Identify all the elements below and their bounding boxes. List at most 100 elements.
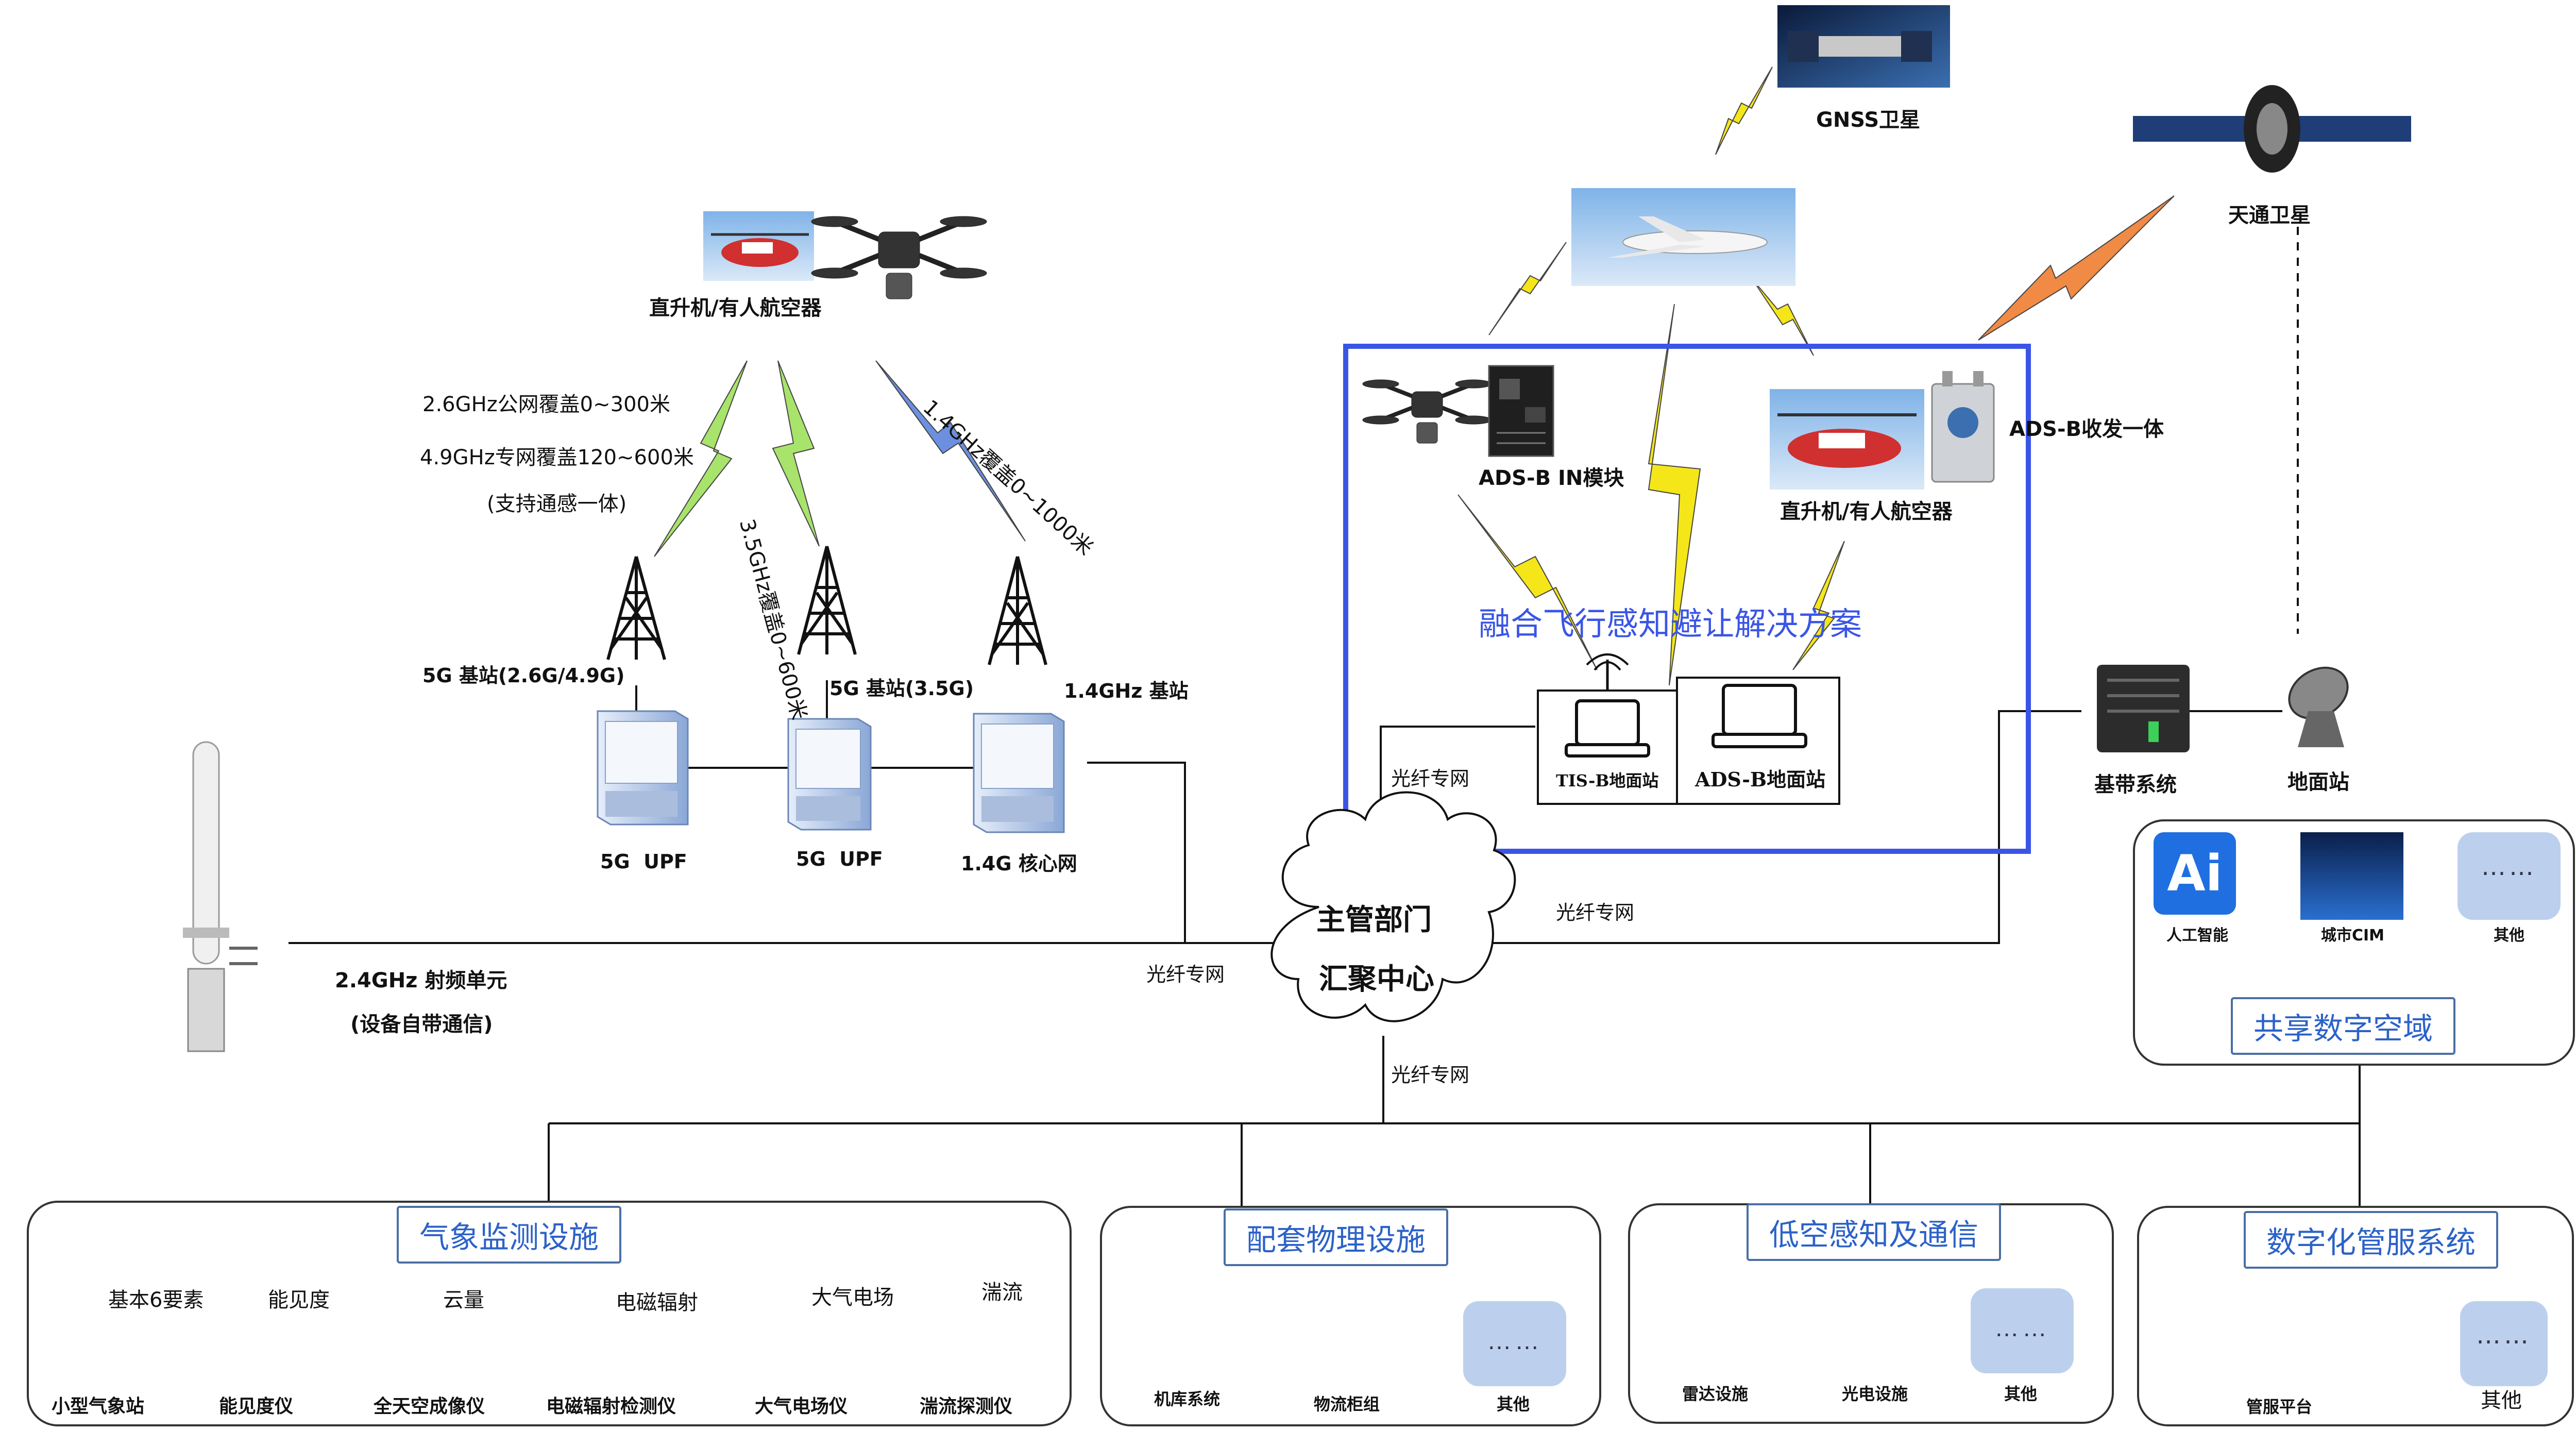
lightning-tiantong <box>1978 195 2175 341</box>
adsb-module-board-icon <box>1488 365 1554 457</box>
core-label: 1.4G 核心网 <box>961 852 1077 875</box>
adsb-transceiver-label: ADS-B收发一体 <box>2009 417 2164 441</box>
fiber-bottom-label: 光纤专网 <box>1391 1064 1470 1086</box>
meteo-item-visibility: 能见度仪 <box>219 1396 294 1417</box>
meteo-tag-turbulence: 湍流 <box>981 1281 1023 1304</box>
upf2-label: 5G UPF <box>796 848 883 870</box>
gnss-satellite-photo <box>1777 5 1950 88</box>
meteo-tag-basic: 基本6要素 <box>108 1288 204 1312</box>
line-core-to-center <box>1087 762 1186 943</box>
digital-item-other: 其他 <box>2481 1389 2522 1412</box>
digital-other-placeholder: ⋯⋯ <box>2460 1301 2548 1386</box>
adsb-module-label: ADS-B IN模块 <box>1479 466 1624 490</box>
solution-title: 融合飞行感知避让解决方案 <box>1479 605 1862 643</box>
meteo-tag-em: 电磁辐射 <box>616 1291 698 1315</box>
physical-item-other: 其他 <box>1497 1394 1530 1414</box>
fiber-right-label: 光纤专网 <box>1556 901 1635 924</box>
shared-item-other: 其他 <box>2494 927 2524 945</box>
meteo-tag-visibility: 能见度 <box>268 1288 330 1312</box>
airplane-photo <box>1571 188 1795 286</box>
tisb-station-label: TIS-B地面站 <box>1556 771 1659 790</box>
ai-icon: Ai <box>2154 832 2236 915</box>
line-center-to-baseband <box>1479 710 2081 944</box>
solution-highlight-box <box>1343 344 2031 854</box>
sensing-placeholder-dots: …… <box>1994 1314 2050 1342</box>
digital-title: 数字化管服系统 <box>2244 1211 2499 1269</box>
other-placeholder-shared: ⋯⋯ <box>2458 832 2561 920</box>
lightning-adsb-module <box>1458 494 1598 670</box>
helicopter-photo-right <box>1770 389 1924 490</box>
link-4p9-label: 4.9GHz专网覆盖120~600米 <box>420 446 694 469</box>
fiber-left-label: 光纤专网 <box>1146 963 1225 986</box>
helicopter-photo-left <box>703 211 814 281</box>
ground-station-label: 地面站 <box>2287 770 2349 794</box>
lightning-center-yellow <box>1648 304 1701 686</box>
adsb-transceiver-icon <box>1931 371 1995 483</box>
core-server-icon <box>973 713 1065 833</box>
lightning-gnss <box>1715 66 1773 155</box>
rf-antenna-icon <box>183 741 258 1052</box>
bs1-tower-icon <box>606 556 666 660</box>
meteo-tag-cloud: 云量 <box>443 1288 484 1312</box>
link-sensing-note: (支持通感一体) <box>487 492 627 516</box>
fiber-box-label: 光纤专网 <box>1391 767 1470 790</box>
gnss-label: GNSS卫星 <box>1816 108 1921 132</box>
shared-item-ai: 人工智能 <box>2166 927 2228 945</box>
meteo-item-efield: 大气电场仪 <box>755 1396 848 1417</box>
upf2-server-icon <box>787 718 872 831</box>
tiantong-satellite-icon <box>2133 85 2411 173</box>
digital-item-platform: 管服平台 <box>2246 1397 2313 1417</box>
sensing-title: 低空感知及通信 <box>1747 1203 2002 1261</box>
wireless-links <box>654 66 2175 686</box>
bs3-tower-icon <box>988 556 1047 665</box>
rf-unit-note: (设备自带通信) <box>350 1013 493 1036</box>
meteo-item-station: 小型气象站 <box>52 1396 145 1417</box>
aircraft-right-label: 直升机/有人航空器 <box>1780 500 1953 524</box>
lightning-airplane-left <box>1488 242 1567 335</box>
meteo-item-turbulence: 湍流探测仪 <box>920 1396 1013 1417</box>
tisb-station-box <box>1537 653 1678 805</box>
meteo-title: 气象监测设施 <box>397 1206 622 1264</box>
city-cim-icon <box>2300 832 2403 920</box>
sensing-item-radar: 雷达设施 <box>1682 1384 1749 1404</box>
meteo-item-em: 电磁辐射检测仪 <box>546 1396 676 1417</box>
sensing-other-placeholder: …… <box>1971 1288 2074 1373</box>
drone-icon-left <box>811 216 987 299</box>
upf1-label: 5G UPF <box>600 850 687 873</box>
meteo-tag-efield: 大气电场 <box>811 1286 894 1309</box>
lightning-3p5ghz <box>772 360 820 547</box>
aircraft-left-label: 直升机/有人航空器 <box>649 296 822 320</box>
ground-dish-icon <box>2288 666 2349 747</box>
bs3-label: 1.4GHz 基站 <box>1064 680 1189 702</box>
physical-other-placeholder: …… <box>1463 1301 1566 1386</box>
center-cloud-shape <box>1270 791 1516 1022</box>
baseband-rack-icon <box>2097 665 2190 752</box>
physical-item-hangar: 机库系统 <box>1154 1389 1221 1409</box>
shared-item-cim: 城市CIM <box>2321 927 2385 945</box>
upf1-server-icon <box>597 710 689 826</box>
shared-airspace-title: 共享数字空域 <box>2231 997 2456 1055</box>
bs2-tower-icon <box>797 546 857 655</box>
rf-unit-label: 2.4GHz 射频单元 <box>335 969 507 992</box>
sensing-item-other: 其他 <box>2004 1384 2038 1404</box>
lightning-airplane-right <box>1751 278 1814 356</box>
physical-placeholder-dots: …… <box>1487 1327 1543 1355</box>
adsb-station-box <box>1676 677 1840 805</box>
center-title-2: 汇聚中心 <box>1319 963 1434 996</box>
lightning-helicopter <box>1792 541 1845 670</box>
baseband-label: 基带系统 <box>2094 773 2177 797</box>
drone-icon-solution <box>1362 379 1492 444</box>
meteo-item-imager: 全天空成像仪 <box>374 1396 485 1417</box>
adsb-station-label: ADS-B地面站 <box>1695 768 1826 791</box>
center-title-1: 主管部门 <box>1316 903 1432 937</box>
bs1-label: 5G 基站(2.6G/4.9G) <box>422 664 625 687</box>
physical-title: 配套物理设施 <box>1224 1208 1449 1266</box>
physical-item-cabinet: 物流柜组 <box>1314 1394 1380 1414</box>
link-2p6-label: 2.6GHz公网覆盖0~300米 <box>422 393 670 416</box>
sensing-item-optronic: 光电设施 <box>1842 1384 1908 1404</box>
lightning-1p4ghz <box>875 360 1026 542</box>
lightning-2p6ghz <box>654 360 748 557</box>
tiantong-label: 天通卫星 <box>2228 204 2311 227</box>
bs2-label: 5G 基站(3.5G) <box>829 677 974 700</box>
